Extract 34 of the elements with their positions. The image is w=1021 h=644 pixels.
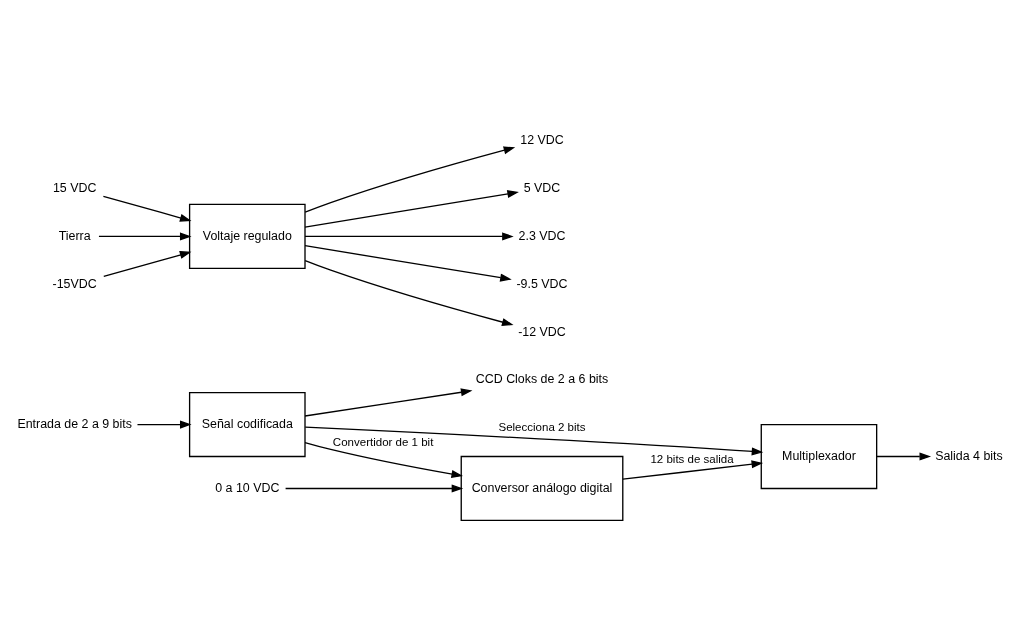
edge-label: 12 bits de salida (650, 452, 734, 465)
node-text: -9.5 VDC (516, 276, 568, 291)
arrow (304, 426, 764, 455)
node-text: Salida 4 bits (935, 448, 1003, 463)
arrow (304, 189, 519, 228)
node-text: -12 VDC (518, 324, 566, 339)
arrow (136, 420, 192, 429)
arrow (622, 459, 764, 480)
node-box: Voltaje regulado (188, 203, 306, 269)
edge-label: Selecciona 2 bits (498, 420, 586, 433)
edge-label: Convertidor de 1 bit (332, 435, 434, 448)
arrow (304, 387, 473, 417)
node-box: Multiplexador (760, 423, 878, 489)
node-text: 0 a 10 VDC (215, 480, 280, 495)
arrow (103, 250, 192, 277)
node-text: CCD Cloks de 2 a 6 bits (475, 371, 609, 386)
node-text: 5 VDC (523, 180, 561, 195)
arrow (304, 441, 463, 478)
node-text: 12 VDC (520, 132, 564, 147)
arrow (102, 195, 192, 222)
node-box: Conversor análogo digital (460, 455, 624, 521)
node-text: Tierra (58, 228, 91, 243)
node-text: -15VDC (52, 276, 97, 291)
arrow (304, 259, 514, 326)
arrow (876, 452, 932, 461)
node-text: 2.3 VDC (518, 228, 566, 243)
arrow (284, 483, 464, 493)
arrow (304, 145, 516, 213)
arrow (304, 231, 514, 240)
node-text: Entrada de 2 a 9 bits (17, 416, 132, 431)
arrow (304, 244, 512, 282)
node-text: 15 VDC (52, 180, 97, 195)
node-box: Señal codificada (188, 391, 306, 457)
arrow (98, 231, 192, 240)
